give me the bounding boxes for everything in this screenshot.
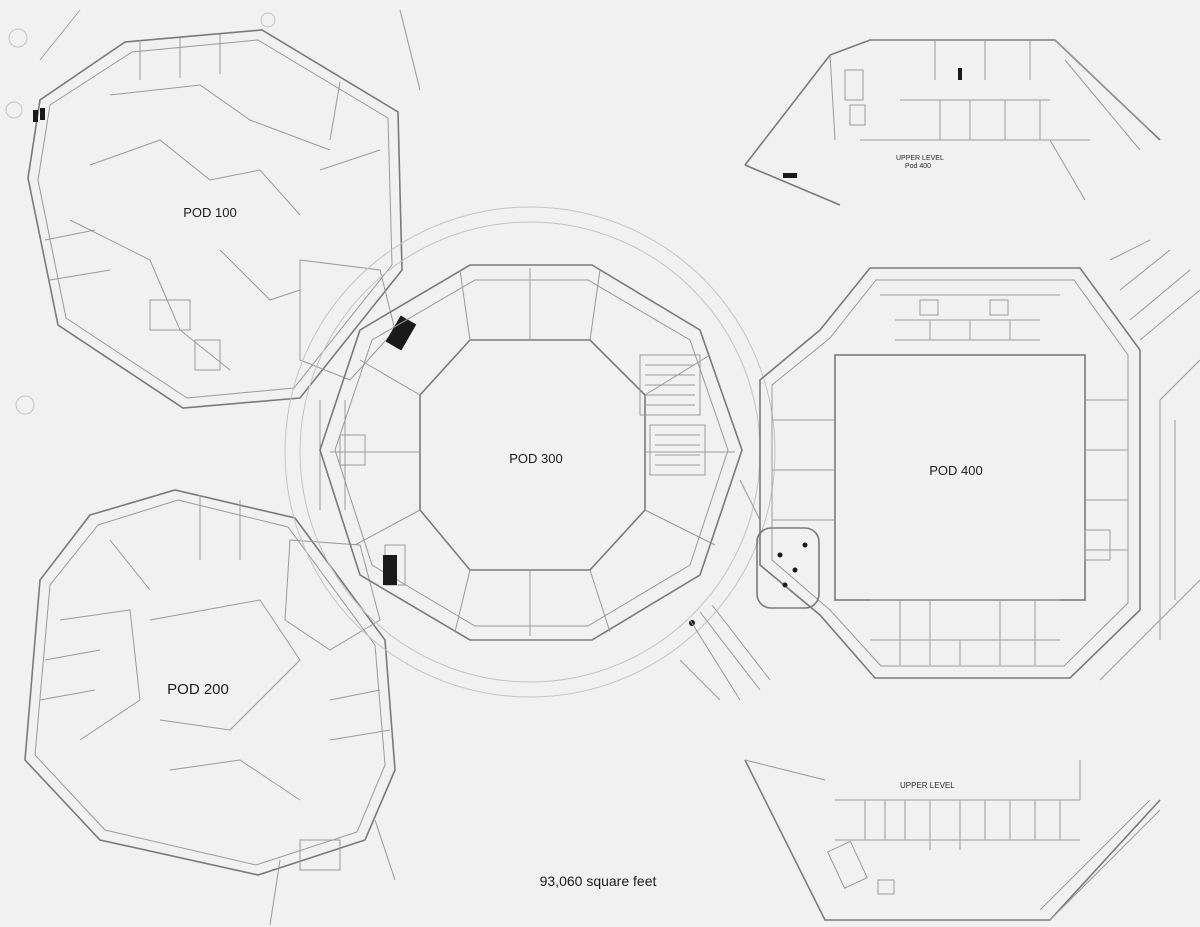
upper-level-bottom-plan	[744, 759, 1161, 921]
connector-core	[284, 259, 417, 651]
upper-level-pod400-plan	[744, 39, 1161, 206]
pod-200-outline	[24, 489, 396, 926]
site-parking	[679, 479, 771, 701]
pod-400-label: POD 400	[929, 463, 982, 478]
pod-300-outline	[284, 206, 776, 698]
upper-level-pod400-title: UPPER LEVEL	[896, 155, 944, 162]
upper-level-bottom-title: UPPER LEVEL	[900, 781, 955, 790]
pod-200-label: POD 200	[167, 681, 229, 698]
pod-400-outline	[756, 267, 1141, 679]
site-trees	[5, 9, 421, 415]
pod-300-label: POD 300	[509, 451, 562, 466]
total-area-label: 93,060 square feet	[540, 873, 657, 889]
upper-level-pod400-subtitle: Pod 400	[905, 163, 931, 170]
adjacent-building	[1099, 239, 1200, 681]
pod-100-label: POD 100	[183, 205, 236, 220]
pod-100-outline	[27, 29, 403, 409]
